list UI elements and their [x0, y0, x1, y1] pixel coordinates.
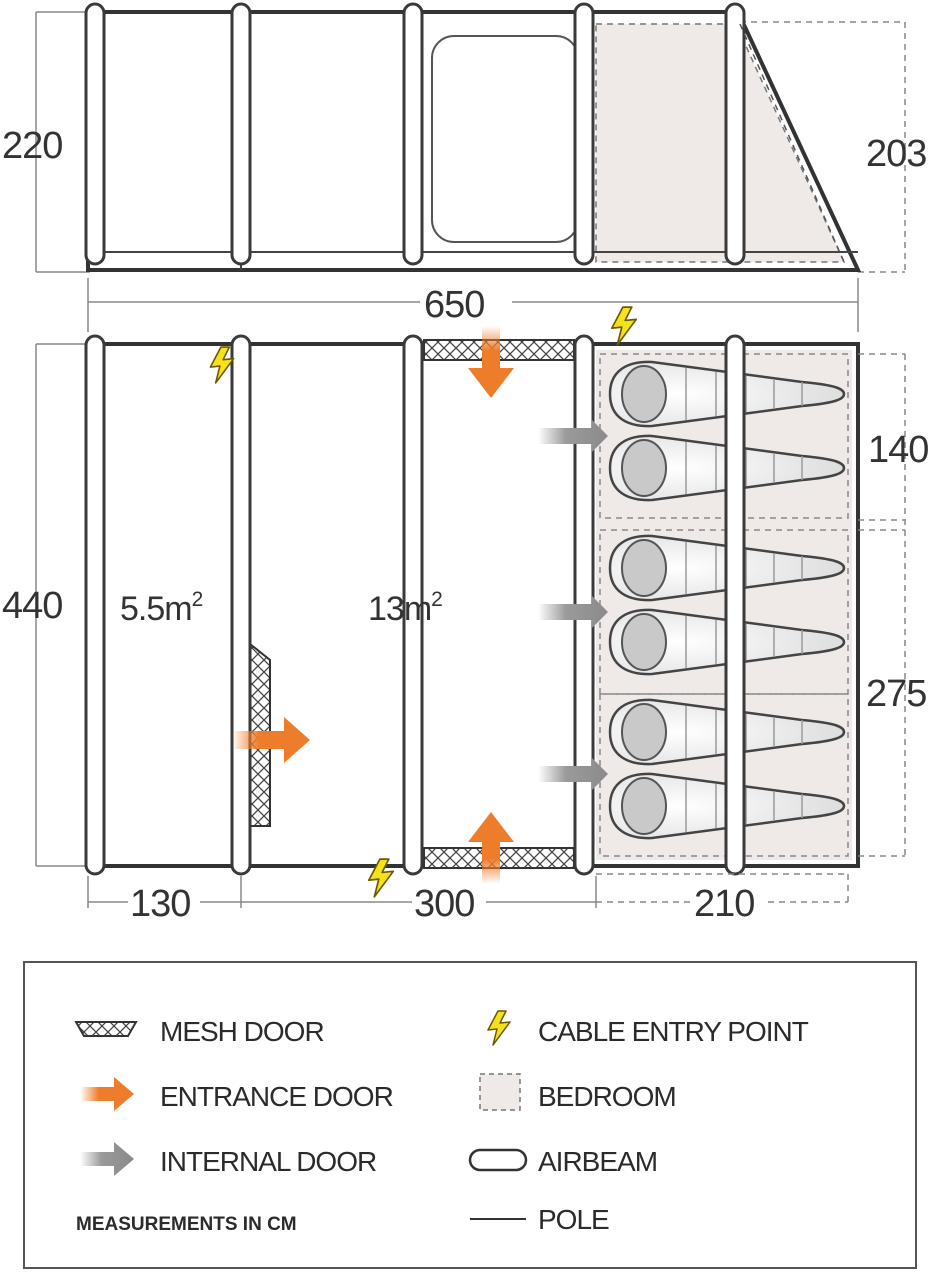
bedroom-depth-top: 140 [868, 429, 928, 471]
mesh-door-legend-icon [74, 1021, 138, 1037]
floor-plan: 440 5.5m2 13m2 [2, 306, 929, 925]
airbeam-floor-5 [724, 334, 746, 876]
side-window [431, 35, 579, 243]
area-left-label: 5.5m2 [120, 588, 203, 628]
elevation-height-right: 203 [866, 133, 926, 175]
legend-airbeam: AIRBEAM [538, 1146, 657, 1177]
internal-door-legend-icon [80, 1142, 134, 1176]
elevation-height-left: 220 [2, 125, 62, 167]
legend: MESH DOOR ENTRANCE DOOR INTERNAL DOOR ME… [23, 961, 917, 1269]
entrance-arrow-top [468, 326, 514, 398]
airbeam-side-3 [402, 2, 424, 266]
entrance-door-legend-icon [80, 1077, 134, 1111]
airbeam-side-1 [84, 2, 106, 266]
airbeam-floor-3 [402, 334, 424, 876]
width-left-label: 130 [130, 883, 190, 925]
side-elevation: 220 203 650 [2, 2, 927, 332]
legend-mesh-door: MESH DOOR [160, 1016, 324, 1047]
floorplan-depth: 440 [2, 585, 62, 627]
bedroom-legend-icon [479, 1073, 521, 1111]
legend-measurements-note: MEASUREMENTS IN CM [76, 1214, 297, 1235]
area-main-label: 13m2 [368, 588, 442, 628]
internal-door-arrow-2 [538, 596, 608, 628]
legend-box [23, 961, 917, 1269]
legend-entrance-door: ENTRANCE DOOR [160, 1081, 393, 1112]
legend-bedroom: BEDROOM [538, 1081, 676, 1112]
airbeam-side-4 [573, 2, 595, 266]
airbeam-side-5 [724, 2, 746, 266]
legend-pole: POLE [538, 1204, 609, 1235]
airbeam-floor-2 [230, 334, 252, 876]
bedroom-depth-bottom: 275 [866, 673, 926, 715]
entrance-arrow-side [232, 717, 310, 763]
entrance-arrow-bottom [468, 812, 514, 884]
width-right-label: 210 [694, 883, 754, 925]
airbeam-floor-1 [84, 334, 106, 876]
internal-door-arrow-1 [538, 420, 608, 452]
legend-cable-entry-point: CABLE ENTRY POINT [538, 1016, 809, 1047]
airbeam-side-2 [230, 2, 252, 266]
width-middle-label: 300 [414, 883, 474, 925]
legend-internal-door: INTERNAL DOOR [160, 1146, 376, 1177]
bedroom-side-area [595, 23, 846, 263]
internal-door-arrow-3 [538, 758, 608, 790]
total-length-label: 650 [424, 284, 484, 326]
cable-entry-icon-2 [610, 306, 638, 346]
airbeam-legend-icon [468, 1148, 528, 1172]
